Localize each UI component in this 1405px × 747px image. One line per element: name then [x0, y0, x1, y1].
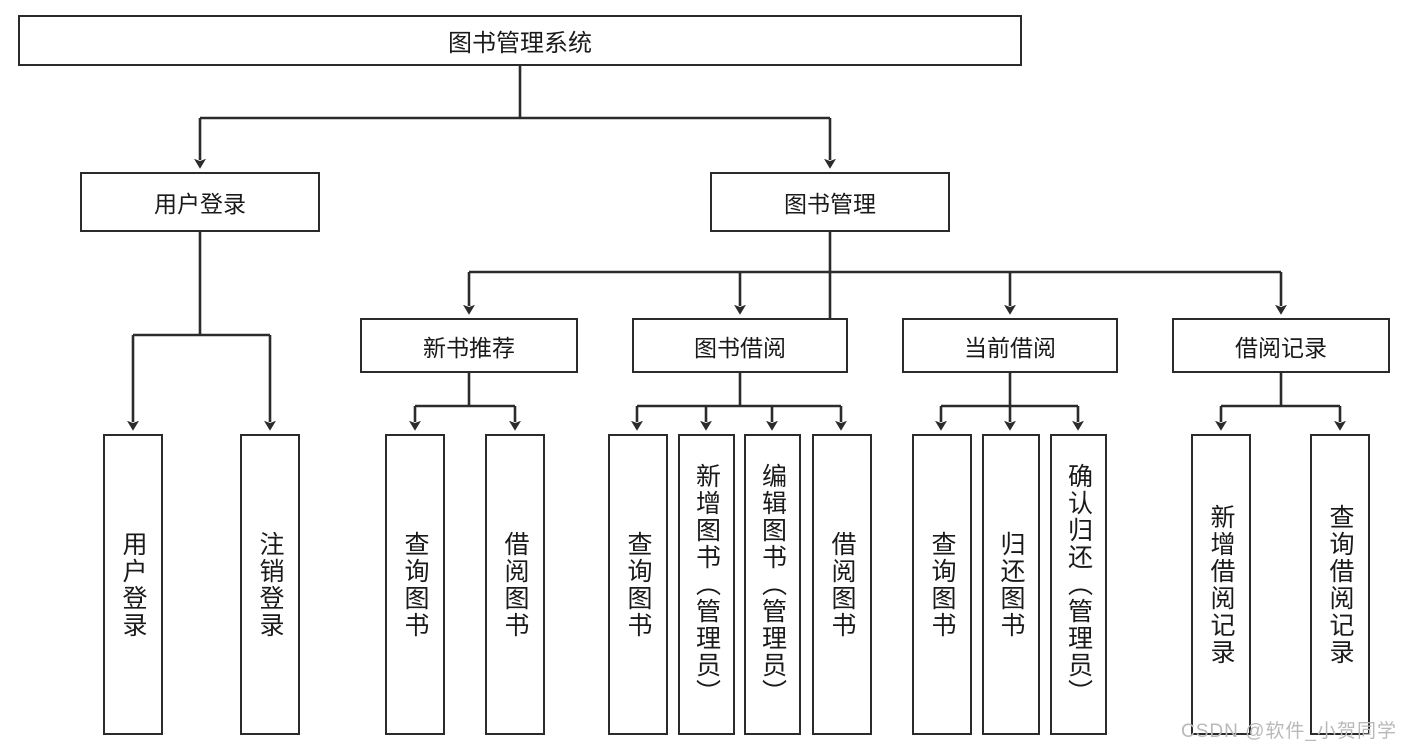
node-label: 借阅图书	[828, 530, 856, 639]
leaf-current-query-book[interactable]: 查询图书	[912, 434, 972, 735]
leaf-current-return-book[interactable]: 归还图书	[982, 434, 1040, 735]
watermark: CSDN @软件_小贺同学	[1181, 721, 1397, 742]
node-book-management[interactable]: 图书管理	[710, 172, 950, 232]
leaf-borrow-edit-book-admin[interactable]: 编辑图书（管理员）	[744, 434, 801, 735]
node-new-book-recommend[interactable]: 新书推荐	[360, 318, 578, 373]
node-label: 新增图书（管理员）	[692, 463, 721, 706]
node-label: 图书管理系统	[448, 30, 592, 57]
node-label: 编辑图书（管理员）	[758, 463, 787, 706]
leaf-borrow-borrow-book[interactable]: 借阅图书	[812, 434, 872, 735]
leaf-borrow-query-book[interactable]: 查询图书	[608, 434, 668, 735]
node-label: 借阅记录	[1235, 334, 1327, 361]
node-label: 用户登录	[119, 530, 147, 639]
node-label: 查询图书	[928, 530, 956, 639]
node-current-borrow[interactable]: 当前借阅	[902, 318, 1118, 373]
node-root-system[interactable]: 图书管理系统	[18, 15, 1022, 66]
leaf-user-login-logout[interactable]: 注销登录	[240, 434, 300, 735]
node-label: 查询图书	[401, 530, 429, 639]
node-label: 图书借阅	[694, 334, 786, 361]
node-label: 确认归还（管理员）	[1064, 463, 1093, 706]
node-user-login[interactable]: 用户登录	[80, 172, 320, 232]
leaf-recommend-query-book[interactable]: 查询图书	[385, 434, 445, 735]
node-label: 借阅图书	[501, 530, 529, 639]
leaf-current-confirm-return-admin[interactable]: 确认归还（管理员）	[1050, 434, 1107, 735]
node-label: 用户登录	[154, 191, 246, 217]
node-label: 归还图书	[997, 530, 1025, 639]
leaf-record-query-record[interactable]: 查询借阅记录	[1310, 434, 1370, 735]
node-label: 注销登录	[256, 530, 284, 639]
node-label: 图书管理	[784, 191, 876, 217]
leaf-record-add-record[interactable]: 新增借阅记录	[1191, 434, 1251, 735]
node-label: 查询借阅记录	[1326, 503, 1354, 666]
leaf-recommend-borrow-book[interactable]: 借阅图书	[485, 434, 545, 735]
node-borrow-record[interactable]: 借阅记录	[1172, 318, 1390, 373]
node-label: 新增借阅记录	[1207, 503, 1235, 666]
leaf-user-login-signin[interactable]: 用户登录	[103, 434, 163, 735]
leaf-borrow-add-book-admin[interactable]: 新增图书（管理员）	[678, 434, 735, 735]
node-label: 新书推荐	[423, 334, 515, 361]
node-label: 查询图书	[624, 530, 652, 639]
node-label: 当前借阅	[964, 334, 1056, 361]
node-book-borrow[interactable]: 图书借阅	[632, 318, 848, 373]
